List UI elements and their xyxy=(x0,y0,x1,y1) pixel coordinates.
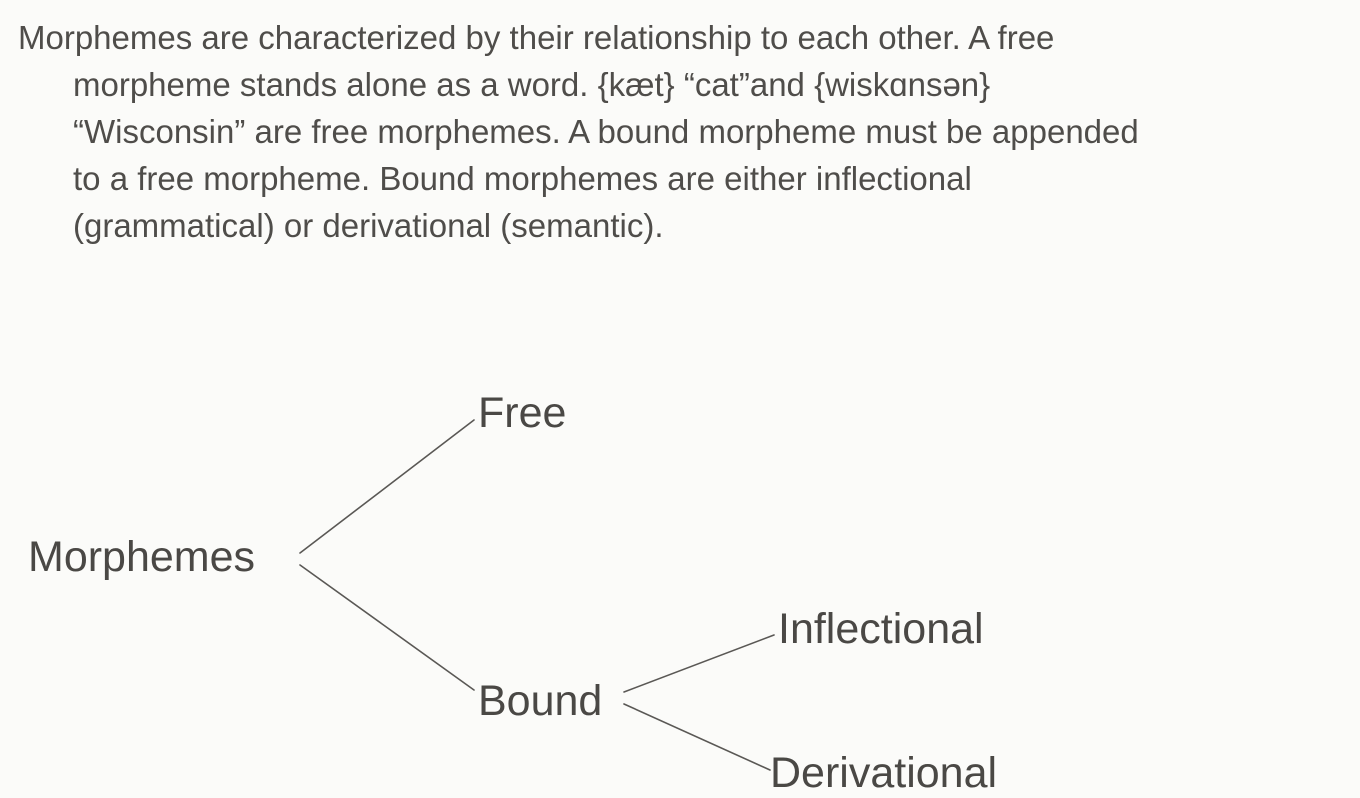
node-derivational: Derivational xyxy=(770,749,998,797)
edge-root-free xyxy=(299,419,475,554)
paragraph-line: “Wisconsin” are free morphemes. A bound … xyxy=(73,113,1139,150)
paragraph-line: (grammatical) or derivational (semantic)… xyxy=(73,207,664,244)
intro-paragraph: Morphemes are characterized by their rel… xyxy=(18,14,1338,249)
paragraph-line: morpheme stands alone as a word. {kæt} “… xyxy=(73,66,991,103)
edge-bound-inflectional xyxy=(623,634,775,693)
paragraph-line: Morphemes are characterized by their rel… xyxy=(18,19,1055,56)
paragraph-line: to a free morpheme. Bound morphemes are … xyxy=(73,160,972,197)
node-bound: Bound xyxy=(478,677,603,725)
node-morphemes: Morphemes xyxy=(28,533,256,581)
node-free: Free xyxy=(478,389,567,437)
node-inflectional: Inflectional xyxy=(778,605,984,653)
edge-bound-derivational xyxy=(623,703,771,771)
edge-root-bound xyxy=(299,564,475,691)
